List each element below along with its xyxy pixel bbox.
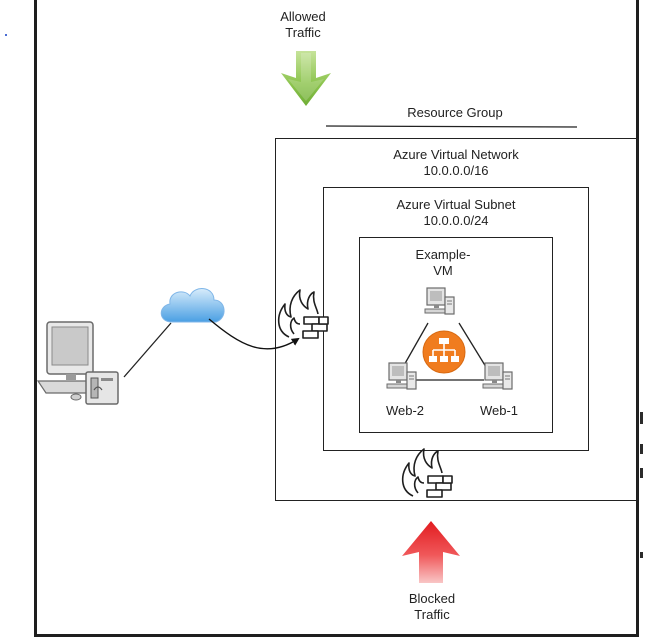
edge-fragment [640, 468, 643, 478]
blocked-label-line1: Blocked [408, 591, 456, 606]
vm-label: Example- VM [400, 247, 486, 279]
subnet-label: Azure Virtual Subnet 10.0.0.0/24 [356, 197, 556, 229]
edge-fragment [640, 444, 643, 454]
edge-fragment [5, 34, 7, 36]
up-arrow-icon [402, 521, 460, 583]
virtual-network-box [275, 138, 638, 501]
blocked-label-line2: Traffic [414, 607, 450, 622]
allowed-label-line1: Allowed [280, 9, 326, 24]
resource-group-line [325, 125, 578, 128]
edge-fragment [640, 412, 643, 424]
connection-line-workstation-cloud [123, 322, 172, 378]
allowed-label-line2: Traffic [285, 25, 321, 40]
firewall-icon [277, 289, 329, 339]
computer-icon [482, 362, 513, 390]
down-arrow-icon [281, 51, 331, 106]
vm-label-line1: Example- [415, 247, 471, 262]
subnet-label-line1: Azure Virtual Subnet [396, 197, 516, 212]
edge-fragment [640, 552, 643, 558]
computer-icon [424, 287, 455, 315]
vm-label-line2: VM [433, 263, 453, 278]
web1-label: Web-1 [479, 403, 519, 418]
vnet-label-line2: 10.0.0.0/16 [423, 163, 489, 178]
vnet-label: Azure Virtual Network 10.0.0.0/16 [356, 147, 556, 179]
load-balancer-icon [422, 330, 466, 374]
subnet-label-line2: 10.0.0.0/24 [423, 213, 489, 228]
vm-connection-lines [402, 322, 487, 381]
resource-group-label: Resource Group [407, 105, 503, 120]
connection-line-cloud-firewall [208, 318, 300, 350]
workstation-icon [36, 321, 119, 405]
allowed-traffic-label: Allowed Traffic [263, 9, 343, 41]
vnet-label-line1: Azure Virtual Network [393, 147, 519, 162]
web2-label: Web-2 [385, 403, 425, 418]
example-vm-box [359, 237, 553, 433]
cloud-icon [160, 288, 225, 323]
firewall-icon [401, 448, 453, 498]
blocked-traffic-label: Blocked Traffic [392, 591, 472, 623]
computer-icon [386, 362, 417, 390]
